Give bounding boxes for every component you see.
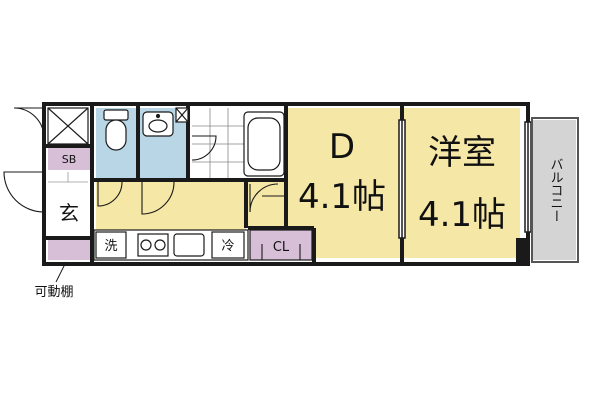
washer-box [95,231,127,259]
toilet-fixture [103,109,129,151]
bathroom-tiles [192,108,244,180]
sink [173,233,205,257]
closet-floor [250,230,312,260]
fridge-box [211,231,245,259]
bathtub-fixture [243,111,285,177]
movable-shelf-label: 可動棚 [34,285,73,300]
balcony-floor [532,120,576,260]
pipe-space [47,107,89,145]
hall-floor [246,180,288,228]
entrance-label: 玄 [59,201,79,225]
dining-letter: D [329,127,355,167]
balcony-outline [531,117,579,263]
dining-size: 4.1帖 [298,177,386,217]
movable-shelf-leader [55,261,67,283]
washer-label: 洗 [104,239,117,254]
pillar [516,238,528,264]
balcony-label: バルコニー [548,158,564,223]
western-room-name: 洋室 [428,133,496,173]
closet-box [249,229,313,261]
kitchen-floor [96,182,246,230]
shoe-box-floor [48,148,90,170]
doors [3,107,301,260]
stove [137,233,169,257]
closet-label: CL [273,240,290,255]
western-room-floor [404,108,520,258]
sliding-partition [398,119,406,239]
movable-shelf-floor [48,238,90,260]
basin-fixture [142,111,174,137]
entrance-tile [48,172,88,183]
shoe-box-label: SB [62,153,77,166]
balcony-window [524,121,532,233]
vent-box [175,107,189,123]
western-room-size: 4.1帖 [418,195,506,235]
entrance-floor [48,172,90,238]
fridge-label: 冷 [221,239,234,254]
